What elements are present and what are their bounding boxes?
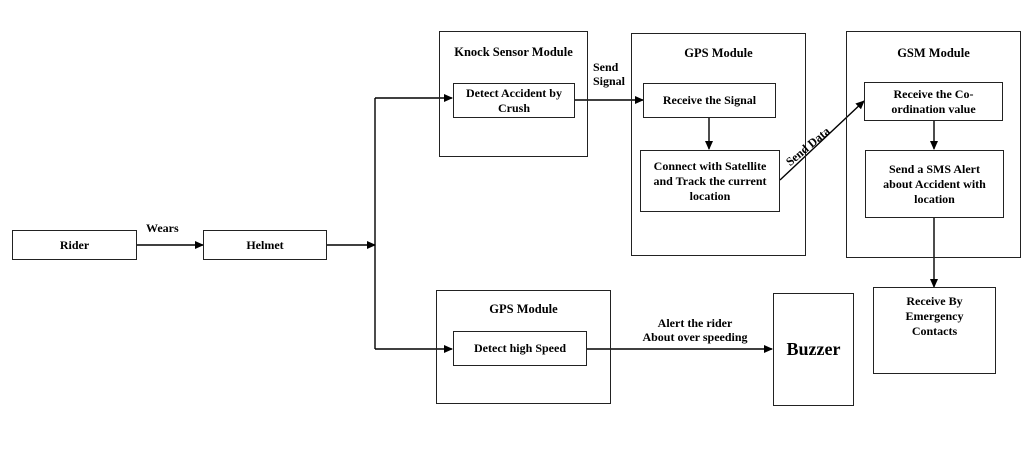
gsm-module (846, 31, 1021, 258)
arrow-send-data (779, 100, 865, 181)
detect-accident-node: Detect Accident by Crush (453, 83, 575, 118)
helmet-node: Helmet (203, 230, 327, 260)
receive-coordination-node: Receive the Co- ordination value (864, 82, 1003, 121)
knock-sensor-module-title: Knock Sensor Module (454, 45, 573, 59)
receive-signal-node: Receive the Signal (643, 83, 776, 118)
buzzer-node: Buzzer (773, 293, 854, 406)
emergency-contacts-node: Receive By Emergency Contacts (873, 287, 996, 374)
alert-rider-label: Alert the rider About over speeding (642, 316, 748, 344)
gps-module-bottom (436, 290, 611, 404)
gps-module-top (631, 33, 806, 256)
gps-module-top-title: GPS Module (684, 46, 753, 60)
detect-high-speed-node: Detect high Speed (453, 331, 587, 366)
send-sms-alert-node: Send a SMS Alert about Accident with loc… (865, 150, 1004, 218)
send-signal-label: Send Signal (593, 60, 626, 88)
gps-module-bottom-title: GPS Module (489, 302, 558, 316)
gsm-module-title: GSM Module (897, 46, 970, 60)
knock-sensor-module (439, 31, 588, 157)
wears-label: Wears (146, 221, 179, 235)
connect-satellite-node: Connect with Satellite and Track the cur… (640, 150, 780, 212)
rider-node: Rider (12, 230, 137, 260)
